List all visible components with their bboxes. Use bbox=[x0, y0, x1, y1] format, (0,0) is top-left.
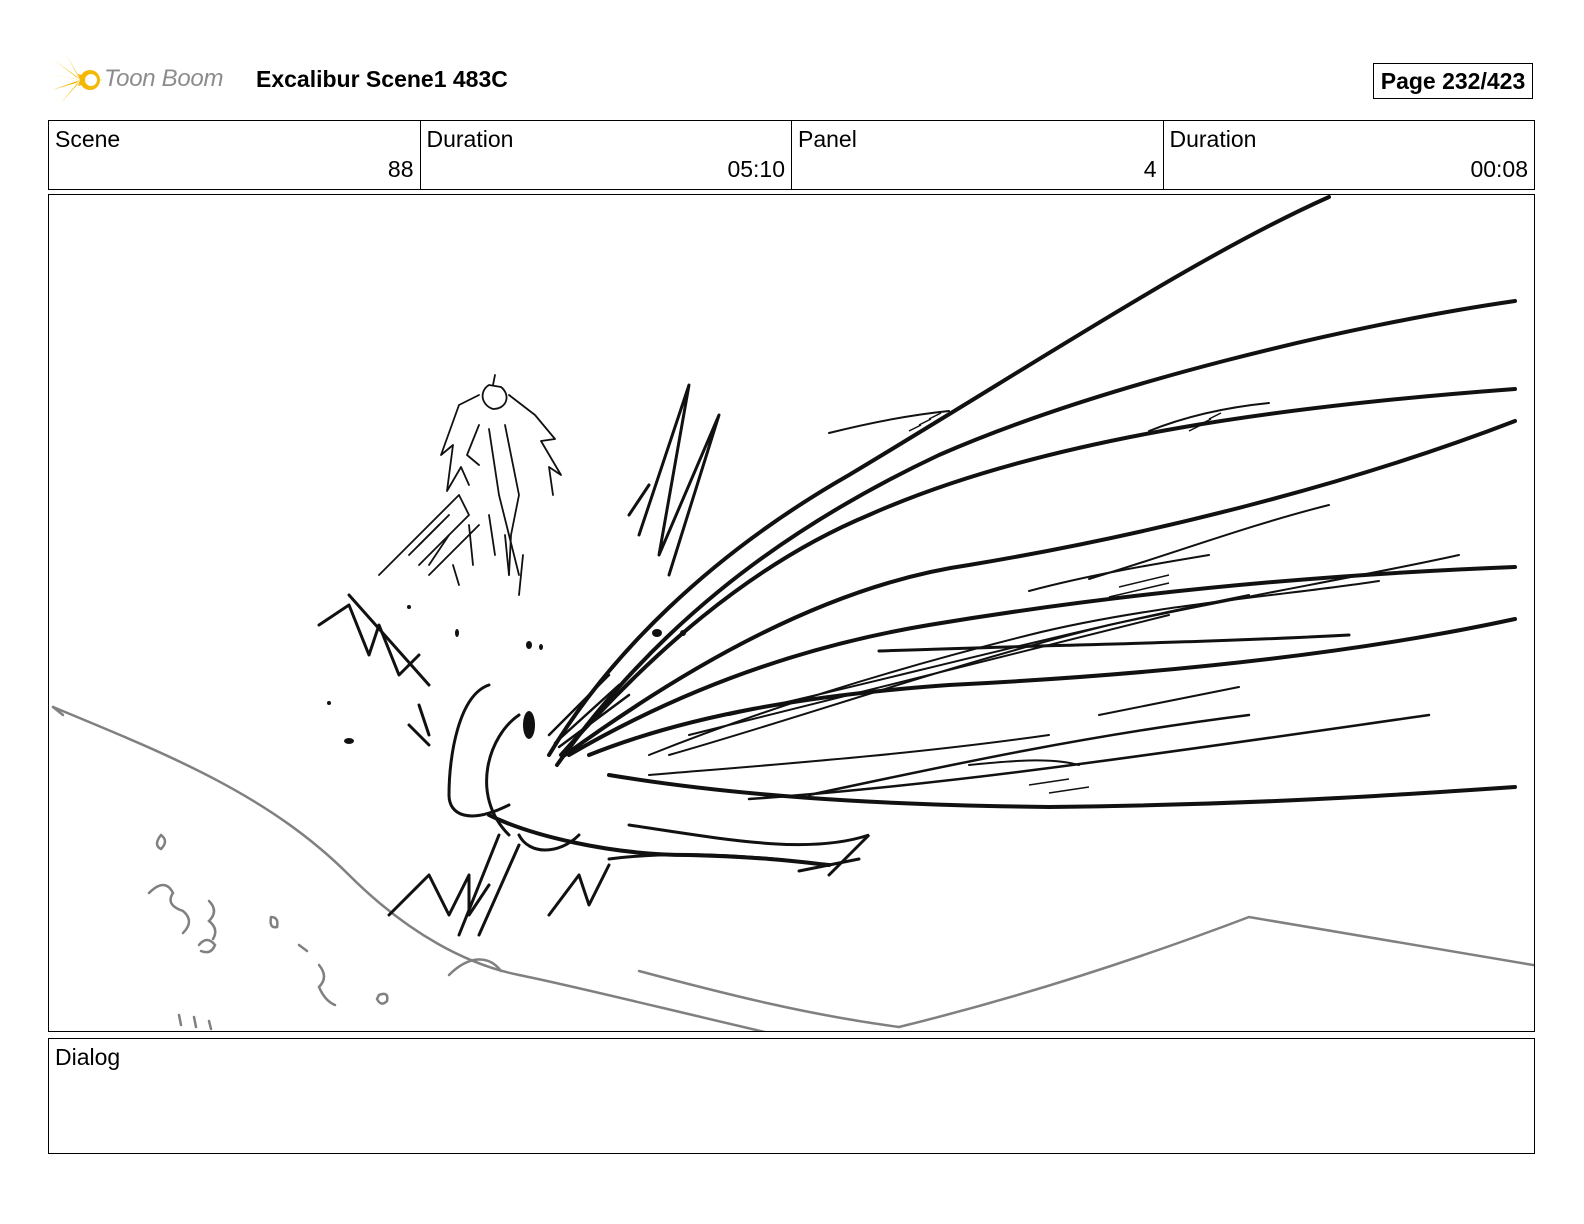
panel-label: Panel bbox=[798, 126, 857, 152]
toon-boom-logo: Toon Boom bbox=[50, 52, 240, 108]
panel-sketch bbox=[51, 195, 1534, 1031]
dialog-label: Dialog bbox=[55, 1044, 121, 1070]
scene-cell: Scene 88 bbox=[49, 121, 421, 189]
dialog-box: Dialog bbox=[48, 1038, 1535, 1154]
scene-value: 88 bbox=[387, 156, 414, 182]
panel-duration-value: 00:08 bbox=[1470, 156, 1528, 182]
scene-label: Scene bbox=[55, 126, 121, 152]
panel-cell: Panel 4 bbox=[792, 121, 1164, 189]
scene-duration-value: 05:10 bbox=[727, 156, 785, 182]
terrain-lines bbox=[51, 705, 1534, 1031]
spark-marks bbox=[317, 383, 721, 937]
scene-duration-label: Duration bbox=[426, 126, 514, 152]
debris-dots bbox=[327, 605, 686, 744]
panel-duration-label: Duration bbox=[1169, 126, 1257, 152]
panel-duration-cell: Duration 00:08 bbox=[1164, 121, 1535, 189]
logo-text: Toon Boom bbox=[104, 65, 224, 92]
page-indicator: Page 232/423 bbox=[1373, 63, 1533, 99]
document-title: Excalibur Scene1 483C bbox=[256, 66, 508, 92]
sunburst-icon bbox=[50, 54, 102, 104]
blast-lines bbox=[447, 195, 1517, 877]
scene-info-table: Scene 88 Duration 05:10 Panel 4 Duration… bbox=[48, 120, 1535, 190]
detail-strokes bbox=[908, 412, 1222, 794]
figure-with-trident bbox=[378, 374, 562, 596]
scene-duration-cell: Duration 05:10 bbox=[421, 121, 792, 189]
storyboard-panel bbox=[48, 194, 1535, 1032]
panel-value: 4 bbox=[1143, 156, 1157, 182]
